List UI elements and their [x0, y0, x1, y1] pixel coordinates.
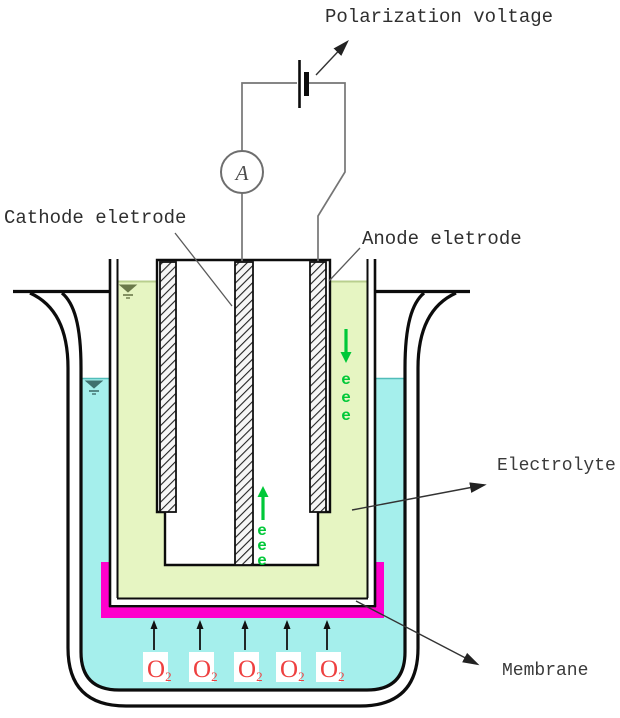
wire-left	[241, 82, 297, 151]
o2-label: O2	[320, 656, 345, 684]
electron-label: e	[341, 407, 351, 425]
electrolyte-level-icon	[118, 284, 138, 299]
cathode-label: Cathode eletrode	[4, 207, 186, 229]
electron-flow-center: e e e	[257, 486, 269, 570]
electron-label: e	[257, 522, 267, 540]
beaker-inner-wall	[60, 291, 426, 692]
electrolyte-leader-arrow	[351, 482, 487, 511]
cathode-leader	[174, 232, 233, 307]
membrane-shape	[101, 562, 384, 618]
o2-label-bg	[234, 652, 259, 682]
o2-label-bg	[316, 652, 341, 682]
membrane-leader-arrow	[355, 600, 480, 666]
o2-arrow	[150, 620, 158, 650]
ammeter-letter: A	[234, 161, 249, 185]
wire-right	[307, 82, 346, 261]
electron-label: e	[257, 537, 267, 555]
electron-label: e	[341, 371, 351, 389]
o2-label: O2	[280, 656, 305, 684]
beaker-outer-wall	[29, 291, 457, 708]
cathode-electrode	[159, 261, 177, 513]
battery-icon	[298, 60, 309, 108]
ammeter-icon: A	[220, 150, 264, 194]
sensor-housing	[155, 258, 332, 567]
o2-label-bg	[276, 652, 301, 682]
o2-arrow	[283, 620, 291, 650]
electron-flow-right: e e e	[340, 329, 352, 425]
electrolyte-label: Electrolyte	[497, 456, 616, 476]
o2-label-bg	[143, 652, 168, 682]
o2-arrow	[323, 620, 331, 650]
anode-label: Anode eletrode	[362, 228, 522, 250]
water-level-icon	[84, 380, 104, 395]
electron-label: e	[257, 552, 267, 570]
electron-label: e	[341, 389, 351, 407]
center-electrode	[234, 261, 254, 566]
o2-label: O2	[193, 656, 218, 684]
oxygen-labels: O2 O2 O2 O2 O2	[143, 652, 345, 684]
o2-label: O2	[238, 656, 263, 684]
o2-arrow	[196, 620, 204, 650]
o2-label: O2	[147, 656, 172, 684]
circuit: A	[220, 60, 346, 261]
polarization-leader-arrow	[315, 39, 349, 76]
anode-leader	[328, 247, 361, 282]
o2-label-bg	[189, 652, 214, 682]
polarization-voltage-label: Polarization voltage	[325, 6, 553, 28]
membrane-label: Membrane	[502, 661, 588, 681]
electron-arrow-up-head	[257, 486, 269, 497]
anode-electrode	[309, 261, 327, 513]
electron-arrow-down-head	[340, 352, 352, 363]
beaker-glass	[13, 289, 470, 708]
oxygen-inflow	[150, 620, 331, 650]
o2-arrow	[241, 620, 249, 650]
